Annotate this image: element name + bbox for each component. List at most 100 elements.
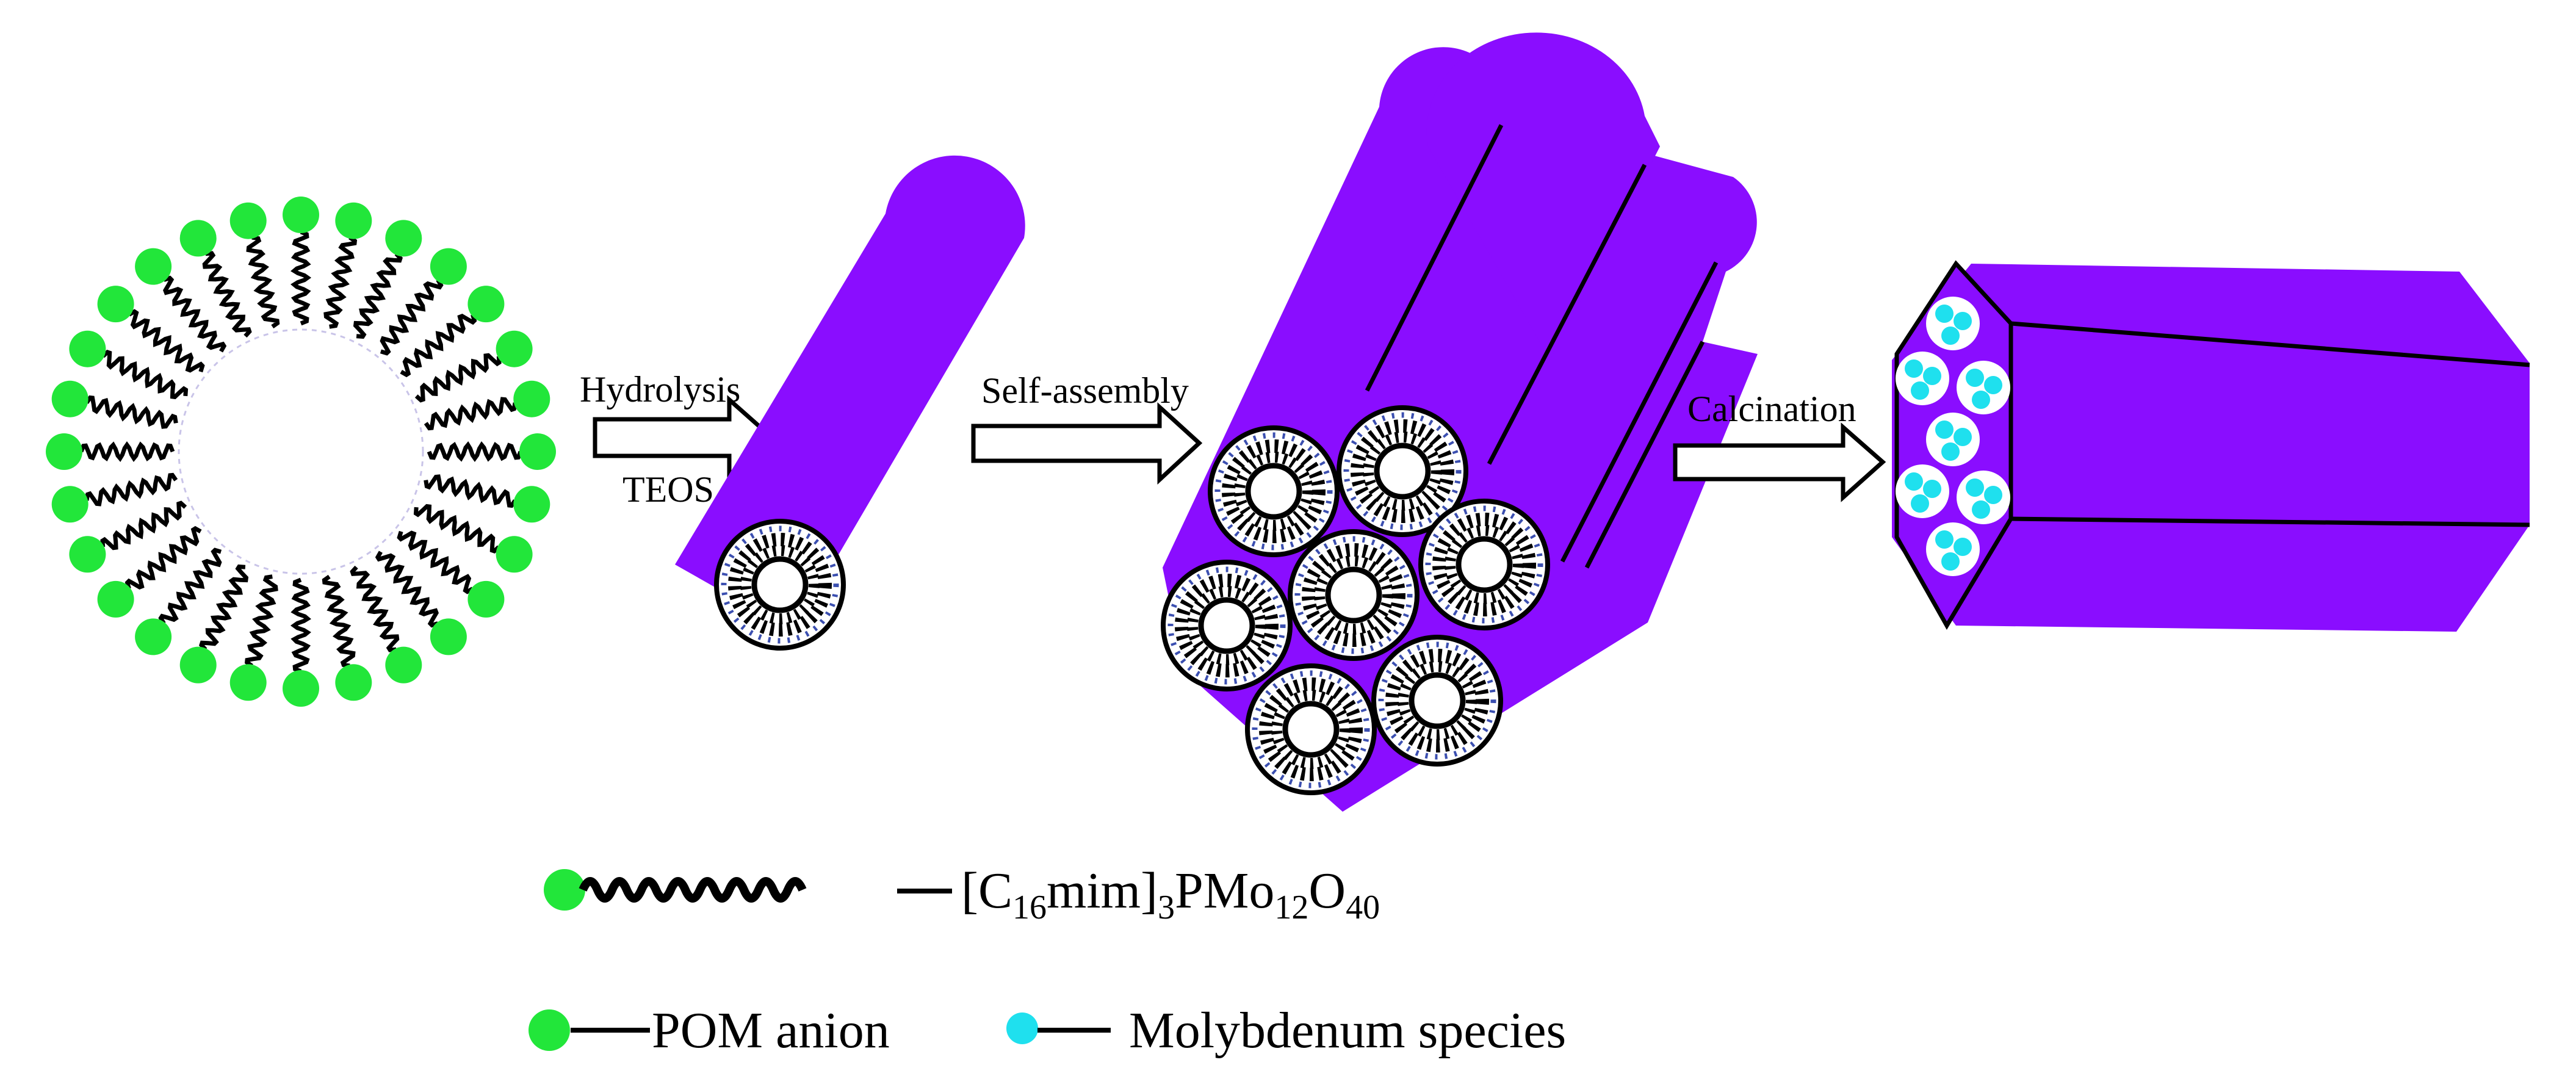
surfactant-chain [323, 236, 358, 329]
pom-anion-head [51, 486, 88, 523]
arrow-hydrolysis: Hydrolysis TEOS [580, 369, 776, 510]
molybdenum-species-dot [1935, 420, 1954, 439]
calcined-prism [1892, 260, 2530, 632]
step-label-hydrolysis: Hydrolysis [580, 369, 740, 410]
pom-anion-head [519, 433, 556, 470]
pom-anion-head [496, 536, 533, 573]
molybdenum-species-dot [1911, 494, 1929, 513]
surfactant-chain [375, 550, 439, 628]
surfactant-chain [424, 474, 517, 508]
surfactant-chain [128, 309, 205, 373]
surfactant-chain [290, 577, 311, 674]
step-label-self-assembly: Self-assembly [981, 370, 1189, 411]
surfactant-chain [353, 252, 403, 339]
pom-anion-icon [529, 1009, 570, 1051]
legend-pom-anion-label: POM anion [652, 1002, 890, 1059]
molybdenum-icon [1006, 1012, 1038, 1044]
rod-bundle [1163, 32, 1758, 812]
pom-anion-head [69, 330, 106, 367]
pom-anion-head [335, 664, 372, 701]
rod-pore-cross-section [716, 521, 843, 648]
pom-anion-head [229, 202, 267, 239]
pom-anion-head [430, 248, 467, 285]
pom-anion-head [513, 486, 550, 523]
pom-anion-head [51, 380, 88, 417]
legend-surfactant-formula: [C16mim]3PMo12O40 [961, 862, 1380, 926]
surfactant-chain [199, 564, 249, 651]
pom-anion-head [496, 330, 533, 367]
surfactant-chain [350, 565, 400, 652]
surfactant-chain [322, 574, 356, 668]
molybdenum-species-dot [1954, 312, 1972, 330]
micelle-heads [46, 197, 556, 707]
bundle-edge [1365, 124, 1504, 392]
legend-pom-anion: POM anion [529, 1002, 890, 1059]
legend-molybdenum-label: Molybdenum species [1129, 1002, 1566, 1059]
bundle-pore [1163, 562, 1290, 689]
surfactant-chain [400, 314, 477, 378]
pom-anion-head [135, 248, 172, 285]
micelle-core [178, 328, 424, 575]
molybdenum-species-dot [1923, 367, 1941, 385]
pom-anion-head [283, 670, 319, 707]
pom-anion-head [335, 202, 372, 239]
surfactant-chain [424, 397, 518, 431]
surfactant-chain [163, 275, 227, 353]
molybdenum-species-dot [1911, 381, 1929, 400]
molybdenum-species-dot [1935, 530, 1954, 549]
molybdenum-species-dot [1972, 500, 1990, 519]
surfactant-chain [202, 251, 252, 338]
bundle-edge [1584, 341, 1705, 569]
molybdenum-species-dot [1966, 369, 1984, 387]
molybdenum-species-dot [1972, 391, 1990, 409]
alkyl-chain-icon [583, 881, 803, 898]
molybdenum-species-dot [1966, 478, 1984, 497]
rod-body [675, 155, 1025, 632]
surfactant-chain [101, 350, 189, 400]
bundle-pore [1290, 532, 1417, 659]
molybdenum-species-dot [1935, 305, 1954, 323]
bundle-edge [1487, 164, 1647, 465]
molybdenum-species-dot [1905, 359, 1923, 378]
surfactant-chain [414, 353, 502, 403]
prism-pores [1896, 297, 2010, 576]
pom-anion-head [97, 286, 134, 323]
single-rod [675, 155, 1025, 648]
pom-anion-head [229, 664, 267, 701]
pom-anion-icon [544, 869, 585, 911]
molybdenum-species-dot [1923, 480, 1941, 498]
molybdenum-species-dot [1984, 486, 2002, 504]
bundle-pore [1374, 637, 1501, 764]
surfactant-chain [380, 278, 444, 356]
pom-anion-head [467, 580, 505, 618]
bundle-pore [1210, 428, 1337, 555]
bundle-top-rod [1426, 32, 1660, 361]
surfactant-chain [290, 229, 312, 326]
step-label-teos: TEOS [622, 469, 714, 510]
pom-anion-head [513, 380, 550, 417]
molybdenum-species-dot [1941, 552, 1960, 571]
surfactant-chain [397, 530, 474, 594]
prism-edge [2010, 321, 2530, 367]
pom-anion-head [467, 286, 505, 323]
legend-molybdenum: Molybdenum species [1006, 1002, 1566, 1059]
molybdenum-species-dot [1954, 428, 1972, 446]
pom-anion-head [283, 197, 319, 233]
legend-surfactant: [C16mim]3PMo12O40 [544, 862, 1380, 926]
surfactant-chain [84, 472, 178, 507]
surfactant-chain [427, 441, 523, 463]
arrow-shape [971, 402, 1203, 485]
prism-body [1892, 264, 2530, 632]
molybdenum-species-dot [1984, 376, 2002, 394]
surfactant-chain [244, 574, 278, 668]
arrow-calcination: Calcination [1673, 389, 1886, 502]
pom-anion-head [179, 220, 217, 257]
arrow-shape [1673, 422, 1886, 502]
surfactant-chain [100, 500, 187, 550]
bundle-edge [1560, 261, 1719, 563]
surfactant-chain [413, 503, 500, 554]
pom-anion-head [69, 536, 106, 573]
surfactant-chain [79, 441, 175, 462]
pom-anion-head [385, 646, 422, 684]
